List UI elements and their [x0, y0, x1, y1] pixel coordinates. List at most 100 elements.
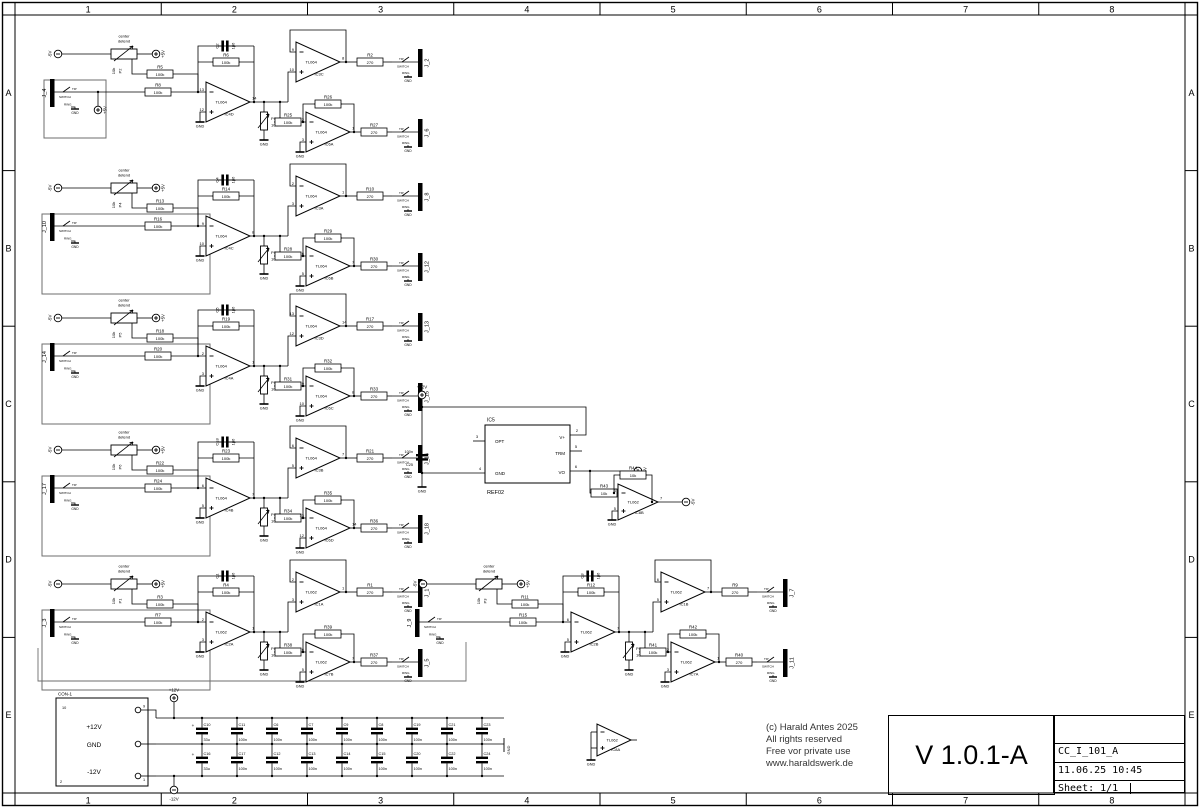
- svg-text:SWITCH: SWITCH: [397, 665, 409, 669]
- pot-P2: [110, 48, 138, 60]
- svg-text:9: 9: [292, 47, 295, 52]
- capacitor-C4: [221, 174, 224, 186]
- capacitor-C6: [266, 727, 278, 730]
- grid-col-7: 7: [963, 796, 968, 806]
- svg-text:GND: GND: [404, 149, 412, 153]
- svg-text:100k: 100k: [222, 456, 231, 461]
- svg-text:TIP: TIP: [399, 453, 404, 457]
- svg-text:R41: R41: [649, 642, 658, 647]
- opamp-IC3D: [295, 305, 342, 347]
- con1-plus12: +12V: [86, 724, 102, 731]
- svg-text:TIP: TIP: [764, 657, 769, 661]
- svg-text:R22: R22: [156, 460, 165, 465]
- gnd-symbol: GND: [296, 155, 305, 159]
- svg-text:R28: R28: [284, 246, 293, 251]
- svg-text:C15: C15: [379, 752, 386, 756]
- resistor-R14: [212, 191, 240, 201]
- resistor-R22: [146, 465, 174, 475]
- grid-col-5: 5: [671, 796, 676, 806]
- jack-label-J_13: J_13: [425, 321, 431, 333]
- grid-col-1: 1: [86, 796, 91, 806]
- jack-label-J_2: J_2: [425, 59, 431, 68]
- svg-text:100k: 100k: [156, 468, 165, 473]
- opamp-IC1B: [660, 571, 707, 613]
- svg-text:3: 3: [202, 637, 205, 642]
- svg-text:100k: 100k: [154, 90, 163, 95]
- svg-text:TL062: TL062: [628, 500, 640, 505]
- jack-J_11: [783, 649, 788, 677]
- jack-J_13: [418, 313, 423, 341]
- resistor-R16: [144, 221, 172, 231]
- resistor-R5: [146, 69, 174, 79]
- svg-text:IC3C: IC3C: [314, 72, 323, 77]
- svg-text:GND: GND: [71, 641, 79, 645]
- svg-text:TL064: TL064: [216, 364, 228, 369]
- grid-col-2: 2: [232, 796, 237, 806]
- svg-text:1µ6: 1µ6: [231, 306, 236, 314]
- jack-J_10: [50, 213, 55, 241]
- svg-text:P1: P1: [118, 598, 123, 604]
- jack-J_4: [50, 79, 55, 107]
- svg-text:1µ6: 1µ6: [231, 42, 236, 50]
- svg-text:GND: GND: [404, 343, 412, 347]
- resistor-R44: [619, 470, 647, 480]
- capacitor-C16: [196, 756, 208, 759]
- jack-J_12: [418, 253, 423, 281]
- svg-text:100n: 100n: [449, 738, 457, 742]
- resistor-R10: [356, 191, 384, 201]
- jack-J_1: [418, 579, 423, 607]
- svg-text:SWITCH: SWITCH: [397, 595, 409, 599]
- svg-text:R38: R38: [284, 642, 293, 647]
- svg-text:3: 3: [202, 371, 205, 376]
- svg-text:100k: 100k: [154, 620, 163, 625]
- resistor-R25: [274, 117, 302, 127]
- svg-text:100n: 100n: [414, 767, 422, 771]
- resistor-R8: [144, 87, 172, 97]
- svg-text:6: 6: [567, 617, 570, 622]
- svg-text:-5V: -5V: [413, 581, 418, 588]
- resistor-R29: [314, 233, 342, 243]
- svg-text:C8: C8: [379, 723, 384, 727]
- svg-text:GND: GND: [436, 641, 444, 645]
- capacitor-C22: [441, 756, 453, 759]
- opamp-IC8A: [596, 723, 633, 757]
- svg-text:7: 7: [342, 452, 345, 457]
- svg-text:C18: C18: [215, 438, 220, 446]
- svg-text:100k: 100k: [519, 620, 528, 625]
- gnd-symbol: GND: [587, 763, 596, 767]
- grid-row-E: E: [1188, 710, 1194, 720]
- svg-text:100n: 100n: [379, 767, 387, 771]
- svg-text:100n: 100n: [344, 738, 352, 742]
- svg-text:RING: RING: [64, 237, 72, 241]
- opamp-IC3B: [295, 437, 342, 479]
- svg-text:R16: R16: [154, 216, 163, 221]
- svg-text:100k: 100k: [156, 72, 165, 77]
- capacitor-C12: [266, 756, 278, 759]
- svg-text:-5V: -5V: [48, 315, 53, 322]
- svg-text:IC8A: IC8A: [611, 747, 620, 752]
- svg-text:TL064: TL064: [316, 130, 328, 135]
- svg-text:V+: V+: [559, 435, 565, 440]
- svg-text:TIP: TIP: [72, 483, 77, 487]
- svg-text:270: 270: [371, 394, 378, 399]
- grid-row-A: A: [5, 88, 11, 98]
- svg-text:270: 270: [367, 456, 374, 461]
- svg-text:3: 3: [292, 597, 295, 602]
- svg-text:IC7B: IC7B: [324, 672, 333, 677]
- pot-P1: [110, 578, 138, 590]
- svg-text:detend: detend: [118, 39, 130, 44]
- svg-text:1: 1: [342, 586, 345, 591]
- svg-text:TL064: TL064: [216, 100, 228, 105]
- svg-text:12: 12: [200, 107, 205, 112]
- jack-label-J_12: J_12: [425, 261, 431, 273]
- svg-text:R25: R25: [284, 112, 293, 117]
- svg-text:RING: RING: [402, 71, 410, 75]
- resistor-R39: [314, 629, 342, 639]
- resistor-R28: [274, 251, 302, 261]
- svg-text:GND: GND: [769, 609, 777, 613]
- svg-text:TIP: TIP: [764, 587, 769, 591]
- grid-row-B: B: [5, 243, 11, 253]
- svg-text:10k: 10k: [111, 202, 116, 208]
- jack-J_6: [418, 119, 423, 147]
